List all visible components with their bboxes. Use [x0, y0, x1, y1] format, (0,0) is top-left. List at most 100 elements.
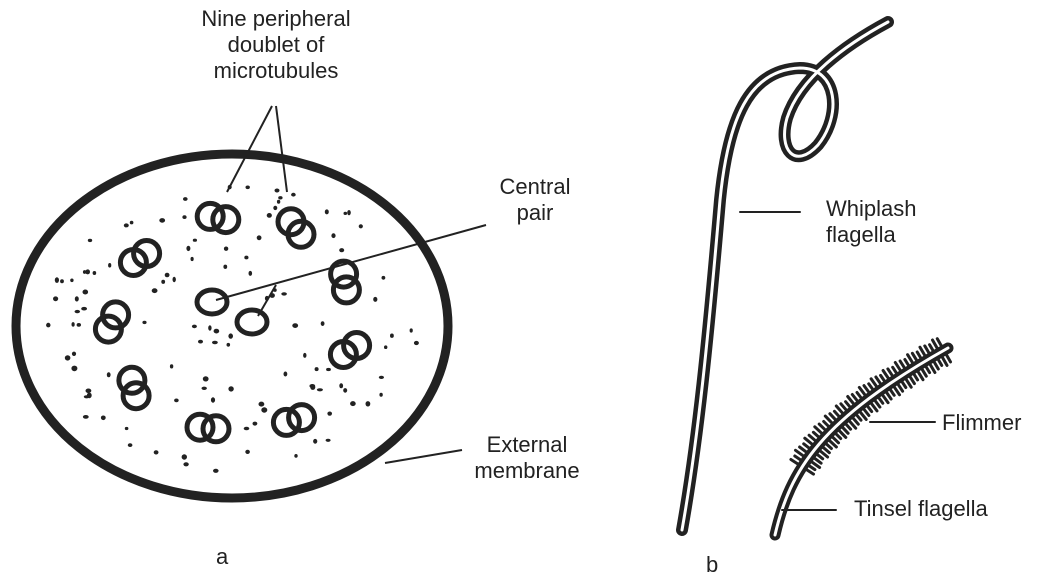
matrix-dot	[183, 462, 188, 466]
matrix-dot	[343, 388, 347, 393]
doublet-8-tubule-2	[203, 416, 229, 442]
doublet-7-tubule-2	[123, 383, 149, 409]
doublet-label-line-1: Nine peripheral	[196, 6, 356, 32]
matrix-dot	[382, 276, 386, 280]
matrix-dot	[165, 273, 170, 278]
matrix-dot	[284, 372, 288, 377]
matrix-dot	[344, 212, 348, 215]
matrix-dot	[70, 279, 73, 283]
membrane-label-line-1: External	[462, 432, 592, 458]
doublet-4-tubule-2	[333, 277, 359, 303]
membrane-leader-line	[385, 450, 462, 463]
matrix-dot	[125, 427, 129, 430]
matrix-dot	[309, 384, 315, 388]
matrix-dot	[83, 290, 89, 295]
matrix-dot	[191, 257, 194, 261]
tinsel-label: Tinsel flagella	[854, 496, 988, 522]
matrix-dot	[81, 307, 87, 311]
central-pair-label: Central pair	[490, 174, 580, 226]
central-pair-leader-line-2	[258, 285, 276, 316]
matrix-dot	[246, 186, 250, 190]
matrix-dot	[124, 223, 129, 227]
matrix-dot	[211, 397, 215, 402]
matrix-dot	[259, 402, 265, 407]
matrix-dot	[88, 239, 92, 242]
matrix-dot	[281, 292, 287, 295]
matrix-dot	[325, 209, 329, 214]
matrix-dot	[223, 265, 227, 269]
central-pair-label-line-2: pair	[490, 200, 580, 226]
matrix-dot	[227, 343, 231, 347]
matrix-dot	[359, 224, 363, 228]
matrix-dot	[249, 271, 253, 276]
matrix-dot	[86, 389, 92, 394]
matrix-dot	[183, 197, 188, 201]
matrix-dot	[257, 235, 262, 240]
matrix-dot	[214, 329, 220, 334]
matrix-dot	[384, 345, 387, 349]
membrane-label: External membrane	[462, 432, 592, 484]
matrix-dot	[212, 341, 218, 344]
matrix-dot	[273, 206, 277, 210]
matrix-dot	[46, 323, 50, 328]
matrix-dot	[208, 325, 211, 330]
matrix-dot	[75, 296, 79, 301]
matrix-dot	[198, 340, 203, 344]
matrix-dot	[327, 412, 332, 416]
matrix-dot	[275, 189, 280, 193]
matrix-dot	[182, 215, 186, 219]
matrix-dot	[267, 213, 272, 218]
panel-a-label: a	[216, 544, 228, 570]
matrix-dot	[77, 323, 81, 327]
central-microtubule-2	[237, 310, 267, 334]
matrix-dot	[152, 288, 158, 293]
matrix-dot	[313, 439, 317, 444]
flimmer-label: Flimmer	[942, 410, 1021, 436]
matrix-dot	[339, 248, 344, 252]
matrix-dot	[87, 393, 92, 399]
matrix-dot	[130, 221, 134, 225]
matrix-dot	[71, 366, 77, 372]
matrix-dot	[294, 454, 297, 458]
matrix-dot	[390, 334, 394, 338]
matrix-dot	[326, 439, 331, 442]
central-microtubule-1	[197, 290, 227, 314]
doublet-label: Nine peripheral doublet of microtubules	[196, 6, 356, 84]
matrix-dot	[65, 355, 71, 360]
matrix-dot	[410, 328, 413, 332]
matrix-dot	[75, 310, 80, 313]
matrix-dot	[53, 296, 58, 301]
matrix-dot	[192, 325, 197, 329]
doublet-1-tubule-2	[213, 207, 239, 233]
matrix-dot	[213, 469, 219, 473]
matrix-dot	[83, 415, 89, 419]
doublet-label-line-3: microtubules	[196, 58, 356, 84]
matrix-dot	[228, 333, 233, 338]
matrix-dot	[161, 280, 165, 284]
matrix-dot	[186, 246, 190, 251]
matrix-dot	[55, 277, 59, 283]
matrix-dot	[202, 387, 207, 390]
matrix-dot	[107, 372, 111, 377]
matrix-dot	[347, 210, 351, 215]
matrix-dot	[379, 393, 382, 397]
matrix-dot	[224, 247, 228, 251]
matrix-dot	[159, 218, 165, 223]
whiplash-flagellum	[682, 22, 888, 530]
matrix-dot	[142, 321, 146, 324]
matrix-dot	[72, 322, 75, 327]
matrix-dot	[108, 263, 111, 268]
matrix-dot	[326, 368, 331, 371]
doublet-9-tubule-2	[289, 405, 315, 431]
matrix-dot	[72, 352, 76, 356]
matrix-dot	[170, 364, 173, 368]
matrix-dot	[291, 193, 296, 197]
matrix-dot	[173, 277, 176, 282]
matrix-dot	[366, 401, 371, 406]
matrix-dot	[193, 239, 197, 242]
doublet-label-line-2: doublet of	[196, 32, 356, 58]
matrix-dot	[278, 196, 282, 199]
matrix-dot	[292, 323, 298, 328]
